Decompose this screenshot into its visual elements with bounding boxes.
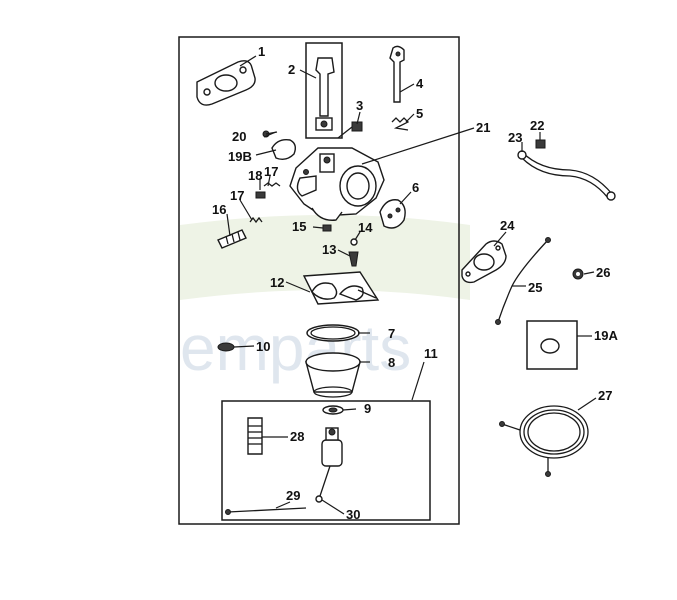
part-24-gasket: [461, 240, 507, 284]
part-21-carburetor-body: [289, 147, 385, 221]
part-19a-box: [526, 320, 578, 370]
label-part-15: 15: [292, 219, 306, 234]
part-27-cable-coil: [499, 405, 589, 477]
label-part-17-upper: 17: [264, 164, 278, 179]
part-2-box: [305, 42, 343, 139]
label-part-1: 1: [258, 44, 265, 59]
label-part-2: 2: [288, 62, 295, 77]
label-part-5: 5: [416, 106, 423, 121]
part-17-spring-upper: [263, 182, 281, 187]
watermark-text: emparts: [180, 312, 411, 384]
label-part-3: 3: [356, 98, 363, 113]
part-18-screw: [255, 191, 266, 199]
part-19b-plate: [271, 138, 297, 161]
label-part-19b: 19B: [228, 149, 252, 164]
label-part-7: 7: [388, 326, 395, 341]
leader-lines: [226, 55, 597, 515]
label-part-11: 11: [424, 346, 438, 361]
part-23-fuel-line: [517, 150, 616, 201]
label-part-14: 14: [358, 220, 373, 235]
part-6-plate: [379, 199, 406, 229]
part-2-choke-shaft: [315, 57, 335, 131]
part-4-throttle-shaft: [389, 45, 405, 103]
label-part-30: 30: [346, 507, 360, 522]
part-12-float: [302, 271, 380, 305]
main-frame: [178, 36, 460, 525]
label-part-18: 18: [248, 168, 262, 183]
label-part-8: 8: [388, 355, 395, 370]
label-part-16: 16: [212, 202, 226, 217]
label-part-28: 28: [290, 429, 304, 444]
label-part-6: 6: [412, 180, 419, 195]
label-part-25: 25: [528, 280, 542, 295]
label-part-12: 12: [270, 275, 284, 290]
kit-11-box: [221, 400, 431, 521]
label-part-13: 13: [322, 242, 336, 257]
label-part-21: 21: [476, 120, 490, 135]
label-part-10: 10: [256, 339, 270, 354]
label-part-27: 27: [598, 388, 612, 403]
part-22-nut: [535, 139, 546, 149]
part-7-bowl-gasket: [306, 324, 360, 342]
part-10-washer: [217, 342, 235, 352]
part-28-bolt: [247, 417, 263, 455]
part-labels: 1 2 3 4 5 6 7 8 9 10 11 12 13 14 15 16 1…: [212, 44, 618, 522]
label-part-24: 24: [500, 218, 515, 233]
part-8-float-bowl: [305, 352, 361, 398]
part-15-screw: [322, 224, 332, 232]
label-part-22: 22: [530, 118, 544, 133]
part-13-needle: [348, 251, 359, 267]
part-26-nut: [572, 268, 584, 280]
part-14-washer: [350, 238, 358, 246]
label-part-4: 4: [416, 76, 424, 91]
part-16-idle-screw: [217, 229, 247, 249]
part-30-solenoid: [315, 427, 343, 503]
label-part-23: 23: [508, 130, 522, 145]
part-19a-plate: [540, 338, 560, 354]
label-part-9: 9: [364, 401, 371, 416]
label-part-29: 29: [286, 488, 300, 503]
part-5-spring: [391, 117, 410, 131]
label-part-17-lower: 17: [230, 188, 244, 203]
part-9-washer: [322, 405, 344, 415]
part-29-wire: [225, 507, 307, 515]
part-1-gasket: [196, 60, 256, 106]
label-part-20: 20: [232, 129, 246, 144]
label-part-19a: 19A: [594, 328, 618, 343]
label-part-26: 26: [596, 265, 610, 280]
